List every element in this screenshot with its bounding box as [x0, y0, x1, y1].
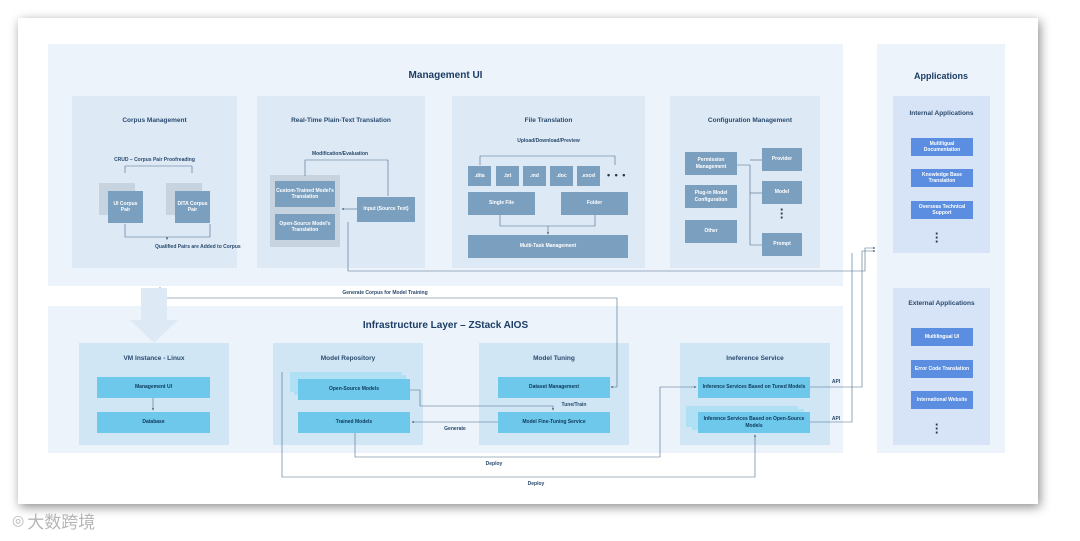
opensource-to-tuning: [410, 389, 555, 411]
model-fine-tuning-box: Model Fine-Tuning Service: [498, 412, 610, 433]
dita-corpus-pair-box: DITA Corpus Pair: [175, 191, 210, 223]
config-bracket: [737, 164, 762, 246]
folder-box: Folder: [561, 192, 628, 215]
qualified-line: [124, 224, 211, 238]
model-box: Model: [762, 181, 802, 204]
format-doc: .doc: [550, 166, 573, 186]
dataset-management-box: Dataset Management: [498, 377, 610, 398]
api-label-1: API: [831, 379, 841, 385]
infrastructure-title: Infrastructure Layer – ZStack AIOS: [362, 320, 529, 331]
internal-app-technical-support: Overseas Technical Support: [911, 201, 973, 219]
internal-app-documentation: Multiligual Documentation: [911, 138, 973, 156]
generate-corpus-label: Generate Corpus for Model Training: [342, 290, 428, 296]
other-config-box: Other: [685, 220, 737, 243]
upload-bracket: [479, 155, 616, 165]
vm-instance-title: VM Instance - Linux: [123, 355, 185, 362]
vm-management-ui-box: Management UI: [97, 377, 210, 398]
open-source-models-box: Open-Source Models: [298, 379, 410, 400]
format-dita: .dita: [468, 166, 491, 186]
watermark-text: 大数跨境: [27, 513, 96, 533]
deploy-arrow: [130, 288, 178, 343]
input-to-applications: [347, 222, 876, 272]
internal-apps-ellipsis: ···: [934, 226, 940, 249]
api-line-1: [810, 249, 876, 388]
external-apps-ellipsis: ···: [934, 417, 940, 440]
modification-bracket: [304, 159, 389, 196]
config-vertical-ellipsis: ···: [779, 202, 785, 225]
api-label-2: API: [831, 416, 841, 422]
external-app-multilingual-ui: Multilingual UI: [911, 328, 973, 346]
external-app-error-code: Error Code Translation: [911, 360, 973, 378]
inference-tuned-box: Inference Services Based on Tuned Models: [698, 377, 810, 398]
applications-title: Applications: [913, 71, 968, 81]
upload-download-preview-label: Upload/Download/Preview: [517, 138, 580, 144]
model-repository-title: Model Repository: [320, 355, 376, 362]
crud-label: CRUD – Corpus Pair Proofreading: [114, 157, 195, 163]
crud-bracket: [124, 165, 193, 173]
internal-applications-title: Internal Applications: [909, 110, 974, 117]
multi-task-management-box: Multi-Task Management: [468, 235, 628, 258]
trained-models-box: Trained Models: [298, 412, 410, 433]
provider-box: Provider: [762, 148, 802, 171]
watermark-logo: ◎ 大数跨境: [12, 508, 96, 534]
corpus-management-panel: [72, 96, 237, 268]
tune-train-label: Tune/Train: [561, 402, 587, 408]
inference-open-source-box: Inference Services Based on Open-Source …: [698, 412, 810, 433]
trained-deploy: [354, 385, 697, 458]
external-app-website: International Website: [911, 391, 973, 409]
model-tuning-title: Model Tuning: [533, 355, 575, 362]
opensource-deploy: [281, 372, 757, 478]
ui-corpus-pair-box: UI Corpus Pair: [108, 191, 143, 223]
format-txt: .txt: [496, 166, 519, 186]
plugin-model-configuration-box: Plug-in Model Configuration: [685, 185, 737, 208]
input-source-text-box: Input (Source Text): [357, 197, 415, 222]
watermark-icon: ◎: [12, 512, 25, 529]
files-to-multitask: [499, 215, 596, 227]
permission-management-box: Permission Management: [685, 152, 737, 175]
management-ui-title: Management UI: [408, 70, 483, 81]
open-source-translation-box: Open-Source Model's Translation: [275, 214, 335, 240]
custom-trained-translation-box: Custom-Trained Model's Translation: [275, 181, 335, 207]
generate-label: Generate: [444, 426, 466, 432]
file-translation-title: File Translation: [524, 117, 573, 124]
format-md: .md: [523, 166, 546, 186]
deploy-label-1: Deploy: [485, 461, 503, 467]
inference-service-title: Ineference Service: [726, 355, 784, 362]
qualified-pairs-label: Qualified Pairs are Added to Corpus: [155, 244, 241, 250]
single-file-box: Single File: [468, 192, 535, 215]
more-formats-ellipsis: • • •: [607, 170, 627, 180]
realtime-translation-title: Real-Time Plain-Text Translation: [291, 117, 391, 124]
prompt-box: Prompt: [762, 233, 802, 256]
api-line-2: [810, 253, 853, 423]
internal-app-knowledge-base: Knowledge Base Translation: [911, 169, 973, 187]
modification-label: Modification/Evaluation: [311, 151, 369, 157]
configuration-management-title: Configuration Management: [707, 117, 793, 124]
format-excel: .excel: [577, 166, 600, 186]
database-box: Database: [97, 412, 210, 433]
external-applications-title: External Applications: [908, 300, 975, 307]
deploy-label-2: Deploy: [527, 481, 545, 487]
generate-corpus-line: [159, 287, 618, 389]
corpus-management-title: Corpus Management: [122, 117, 187, 124]
